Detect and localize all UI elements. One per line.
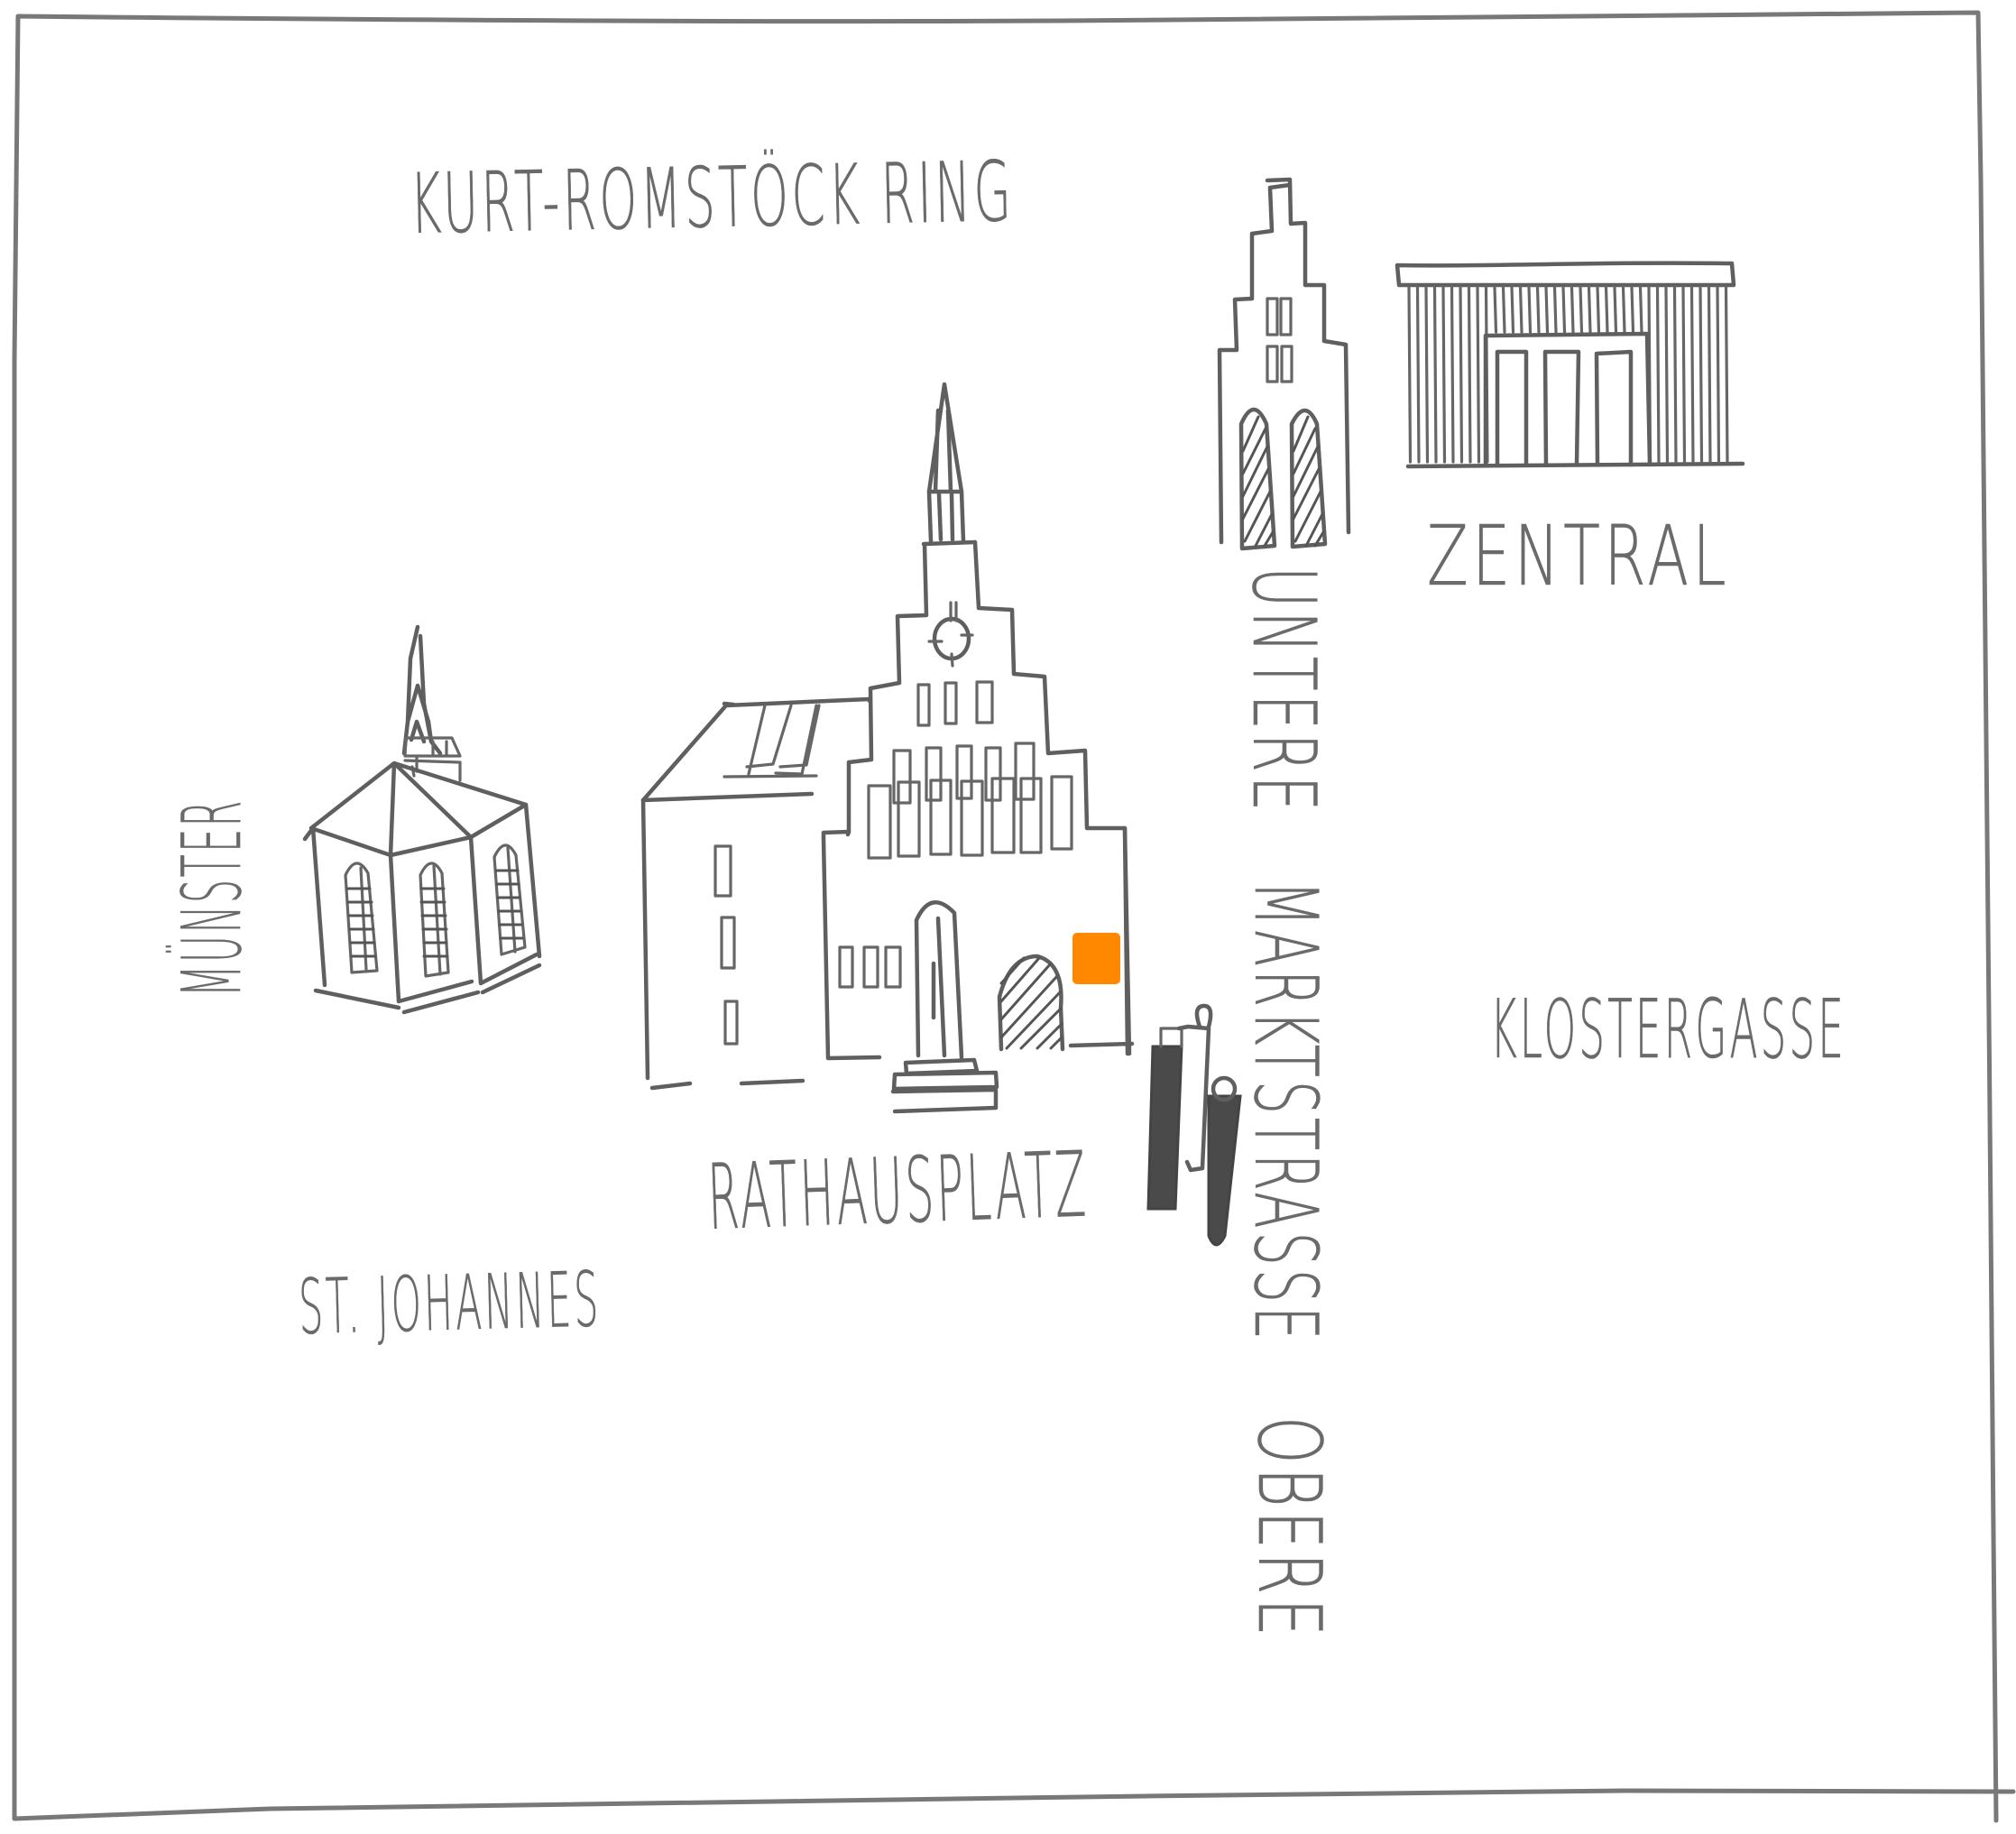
town-hall-clock — [932, 616, 971, 661]
zentral-facade-stripe — [1655, 285, 1661, 464]
church-walls — [310, 802, 542, 1015]
figure-right-head — [1211, 1075, 1238, 1102]
zentral-roof — [1395, 261, 1736, 288]
town-hall-windows-row-1 — [916, 680, 994, 727]
zentral-facade-stripe — [1527, 285, 1533, 334]
street-label-muenster: MÜNSTER — [164, 798, 260, 997]
map-frame — [11, 10, 2016, 1823]
zentral-facade-stripe — [1552, 285, 1558, 334]
zentral-facade-stripe — [1501, 285, 1506, 334]
zentral-facade-stripe — [1724, 285, 1729, 464]
place-label-zentral: ZENTRAL — [1427, 508, 1730, 604]
gabled-house-window — [1279, 297, 1293, 336]
gabled-house-window — [1280, 345, 1293, 383]
zentral-facade-stripe — [1596, 285, 1601, 334]
zentral-facade-stripe — [1664, 285, 1670, 464]
zentral-facade-stripe — [1467, 285, 1472, 464]
zentral-facade-stripe — [1689, 285, 1695, 464]
zentral-facade-stripe — [1681, 285, 1687, 464]
figure-left — [1146, 1045, 1183, 1211]
town-hall-wing-windows — [713, 844, 739, 1046]
town-hall-roof-skylights — [723, 704, 821, 779]
street-label-untere: UNTERE — [1233, 567, 1334, 815]
church-windows — [344, 843, 527, 978]
zentral-facade-stripe — [1518, 285, 1524, 334]
zentral-facade-stripe — [1630, 285, 1635, 334]
church-window — [419, 862, 450, 978]
zentral-facade-stripes — [1407, 285, 1729, 464]
gabled-house-window — [1266, 345, 1279, 383]
zentral-facade-stripe — [1415, 285, 1421, 464]
gabled-house-door-left — [1238, 407, 1277, 551]
zentral-facade-stripe — [1672, 285, 1678, 464]
figure-middle — [1176, 1003, 1213, 1173]
zentral-facade-stripe — [1432, 285, 1438, 464]
church-window-bars — [345, 869, 524, 958]
church-window — [344, 862, 379, 974]
zentral-facade-stripe — [1535, 285, 1541, 334]
zentral-facade-stripe — [1544, 285, 1550, 334]
town-hall-gable — [821, 539, 1132, 1056]
zentral-entrance-doors — [1495, 349, 1634, 467]
zentral-entrance-frame — [1483, 331, 1652, 467]
figure-left-head — [1159, 1027, 1183, 1048]
street-label-marktstrasse: MARKTSTRASSE — [1235, 880, 1336, 1343]
fountain-figures-drawing — [1146, 1003, 1242, 1247]
town-hall-small-windows — [838, 945, 902, 989]
zentral-facade-stripe — [1698, 285, 1704, 464]
zentral-facade-stripe — [1707, 285, 1712, 464]
zentral-facade-stripe — [1459, 285, 1464, 464]
street-label-obere: OBERE — [1238, 1416, 1339, 1640]
town-hall-wing-roof — [640, 696, 872, 803]
zentral-facade-stripe — [1476, 285, 1481, 464]
location-marker[interactable] — [1072, 933, 1120, 984]
place-label-rathausplatz: RATHAUSPLATZ — [706, 1131, 1091, 1250]
town-hall-spire — [926, 382, 964, 494]
gabled-house-door-hatching — [1241, 415, 1325, 548]
zentral-facade-stripe — [1579, 285, 1584, 334]
zentral-facade-stripe — [1407, 285, 1413, 464]
street-label-kurt-romstoeck-ring: KURT-ROMSTÖCK RING — [409, 143, 1015, 253]
zentral-facade-stripe — [1424, 285, 1430, 464]
zentral-facade-stripe — [1570, 285, 1575, 334]
zentral-facade-stripe — [1561, 285, 1567, 334]
town-hall-clock-hands — [927, 601, 974, 668]
zentral-facade-stripe — [1587, 285, 1592, 334]
town-hall-arch-door — [997, 954, 1065, 1052]
gabled-house-window — [1266, 297, 1279, 336]
zentral-facade-stripe — [1510, 285, 1515, 334]
zentral-facade-stripe — [1450, 285, 1455, 464]
gabled-house-door-right — [1289, 408, 1328, 549]
zentral-facade-stripe — [1441, 285, 1447, 464]
zentral-facade-stripe — [1716, 285, 1721, 464]
zentral-facade-stripe — [1621, 285, 1626, 334]
zentral-building-drawing — [1395, 261, 1745, 469]
zentral-facade-stripe — [1493, 285, 1498, 334]
church-roof — [302, 760, 529, 858]
town-hall-wing-body — [640, 791, 815, 1091]
town-hall-drawing — [640, 382, 1135, 1114]
town-hall-windows-row-3 — [867, 775, 1073, 860]
zentral-facade-stripe — [1638, 285, 1643, 334]
town-hall-steps — [890, 1057, 999, 1114]
figure-right — [1207, 1094, 1242, 1247]
town-hall-spire-drum — [921, 489, 978, 547]
town-hall-main-door — [914, 900, 964, 1060]
gabled-house-drawing — [1217, 177, 1351, 551]
place-label-st-johannes: ST. JOHANNES — [298, 1255, 602, 1351]
street-label-klostergasse: KLOSTERGASSE — [1490, 982, 1846, 1077]
town-hall-arch-door-hatching — [999, 956, 1063, 1050]
zentral-facade-stripe — [1613, 285, 1618, 334]
church-spire-base — [403, 736, 462, 782]
gabled-house-outline — [1217, 177, 1351, 545]
st-johannes-church-drawing — [302, 624, 542, 1015]
church-spire — [401, 624, 443, 756]
zentral-facade-stripe — [1604, 285, 1609, 334]
church-window — [492, 843, 527, 956]
town-hall-facade — [821, 825, 1135, 1061]
